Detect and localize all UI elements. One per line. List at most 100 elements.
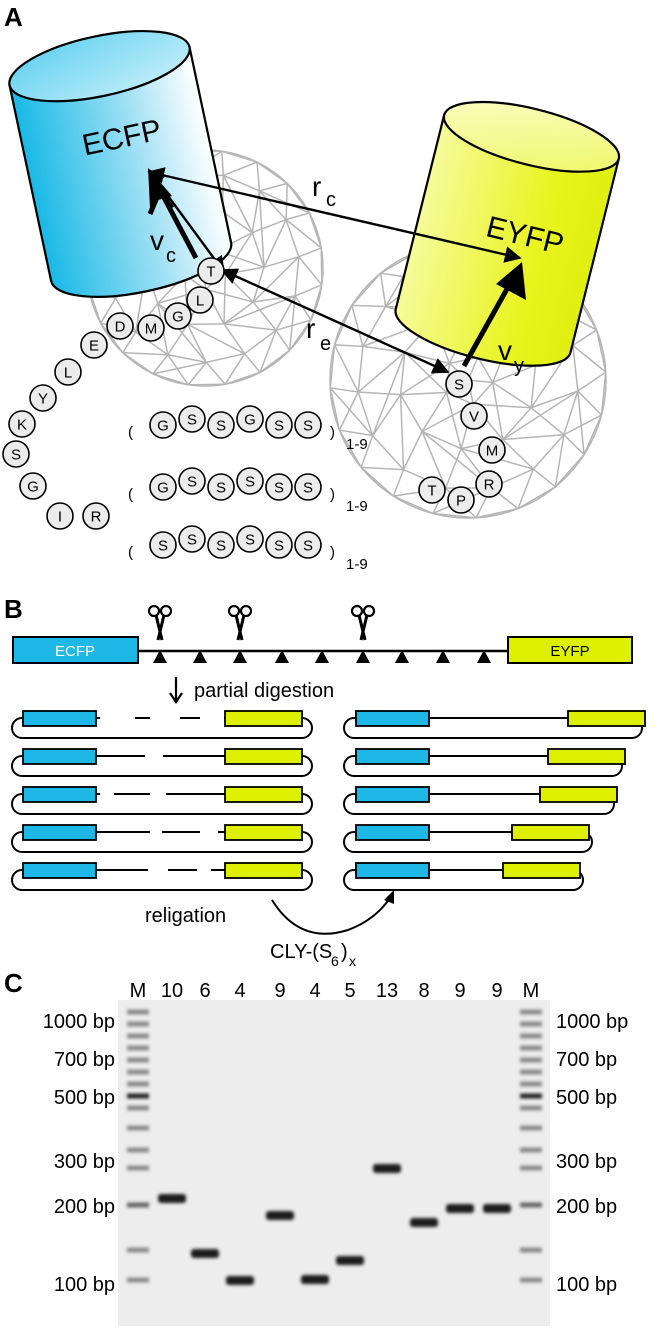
ladder-band bbox=[127, 1069, 149, 1075]
lane-label: 4 bbox=[234, 980, 245, 1002]
ecfp-residue: I bbox=[46, 502, 74, 530]
linker-residue: S bbox=[149, 531, 177, 559]
svg-text:Y: Y bbox=[38, 391, 48, 408]
digested-plasmid bbox=[11, 748, 313, 777]
rc-label: r c bbox=[312, 171, 336, 211]
religated-plasmid bbox=[343, 862, 584, 891]
partial-digestion-label: partial digestion bbox=[194, 680, 334, 702]
svg-text:L: L bbox=[196, 293, 204, 310]
lane-label: 13 bbox=[376, 980, 398, 1002]
ladder-band bbox=[520, 1147, 542, 1153]
sample-band bbox=[446, 1204, 474, 1213]
panel-a: A ECFP EYFP r c r e bbox=[2, 2, 621, 573]
linker-residue: S bbox=[236, 467, 264, 495]
ecfp-residue: Y bbox=[29, 384, 57, 412]
ecfp-segment bbox=[355, 824, 430, 841]
eyfp-residue: M bbox=[478, 436, 506, 464]
svg-text:e: e bbox=[320, 333, 331, 355]
svg-text:M: M bbox=[145, 321, 158, 338]
svg-text:S: S bbox=[245, 532, 255, 549]
svg-text:c: c bbox=[166, 245, 176, 267]
ladder-label-left: 700 bp bbox=[54, 1049, 115, 1071]
vy-arrowhead bbox=[496, 262, 526, 300]
ladder-label-right: 700 bp bbox=[556, 1049, 617, 1071]
ecfp-segment bbox=[22, 710, 97, 727]
ecfp-gene-box bbox=[12, 636, 139, 664]
ecfp-residue: D bbox=[106, 312, 134, 340]
sample-band bbox=[373, 1164, 401, 1173]
ecfp-segment bbox=[22, 824, 97, 841]
lane-label: 8 bbox=[418, 980, 429, 1002]
ecfp-residue: G bbox=[164, 302, 192, 330]
ladder-band bbox=[127, 1202, 149, 1208]
ladder-band bbox=[127, 1045, 149, 1051]
svg-text:S: S bbox=[303, 538, 313, 555]
digested-plasmid bbox=[11, 824, 313, 853]
svg-text:S: S bbox=[303, 480, 313, 497]
eyfp-segment bbox=[539, 786, 618, 803]
ladder-band bbox=[520, 1081, 542, 1087]
down-arrow-icon bbox=[169, 677, 183, 704]
restriction-site-marker bbox=[233, 650, 247, 663]
ecfp-segment bbox=[22, 786, 97, 803]
svg-text:G: G bbox=[27, 479, 39, 496]
svg-text:T: T bbox=[427, 483, 436, 500]
svg-text:L: L bbox=[64, 365, 72, 382]
restriction-site-marker bbox=[477, 650, 491, 663]
eyfp-segment bbox=[224, 862, 303, 879]
eyfp-residue: V bbox=[460, 402, 488, 430]
repeat-subscript: 1-9 bbox=[346, 556, 368, 573]
svg-text:S: S bbox=[158, 538, 168, 555]
religated-plasmids bbox=[343, 710, 646, 891]
restriction-sites bbox=[153, 650, 491, 663]
svg-text:G: G bbox=[244, 412, 256, 429]
ladder-band bbox=[127, 1033, 149, 1039]
religation-label: religation bbox=[145, 905, 226, 927]
svg-text:S: S bbox=[274, 538, 284, 555]
close-paren: ) bbox=[330, 544, 335, 561]
restriction-site-marker bbox=[275, 650, 289, 663]
vc-arrowhead bbox=[148, 168, 172, 208]
linker-residue: S bbox=[265, 473, 293, 501]
lane-label: 9 bbox=[274, 980, 285, 1002]
svg-text:K: K bbox=[17, 417, 27, 434]
product-label: CLY-(S 6 ) x bbox=[270, 941, 356, 969]
religated-plasmid bbox=[343, 710, 646, 739]
svg-text:I: I bbox=[58, 509, 62, 526]
linker-residue: S bbox=[265, 411, 293, 439]
ladder-band bbox=[520, 1069, 542, 1075]
ladder-band bbox=[520, 1045, 542, 1051]
ecfp-residue: M bbox=[137, 314, 165, 342]
lane-label: 6 bbox=[199, 980, 210, 1002]
eyfp-segment bbox=[224, 786, 303, 803]
ladder-label-right: 500 bp bbox=[556, 1087, 617, 1109]
ladder-band bbox=[520, 1165, 542, 1171]
svg-text:r: r bbox=[306, 313, 315, 344]
linker-residue: S bbox=[265, 531, 293, 559]
svg-text:S: S bbox=[245, 474, 255, 491]
digested-plasmid bbox=[11, 786, 313, 815]
eyfp-residue: T bbox=[418, 476, 446, 504]
ecfp-residue: K bbox=[8, 410, 36, 438]
ecfp-segment bbox=[22, 748, 97, 765]
ecfp-residue: G bbox=[19, 472, 47, 500]
svg-text:P: P bbox=[456, 493, 466, 510]
ecfp-segment bbox=[355, 862, 430, 879]
panel-b: B ECFP EYFP partial digestion religation… bbox=[4, 594, 646, 969]
linker-residue: S bbox=[207, 531, 235, 559]
lane-label: M bbox=[523, 980, 540, 1002]
sample-band bbox=[158, 1194, 186, 1203]
eyfp-residue: R bbox=[475, 470, 503, 498]
ecfp-segment bbox=[355, 710, 430, 727]
religated-plasmid bbox=[343, 786, 618, 815]
eyfp-segment bbox=[567, 710, 646, 727]
ladder-label-left: 1000 bp bbox=[43, 1011, 115, 1033]
linker-residue: G bbox=[149, 473, 177, 501]
lane-label: 4 bbox=[309, 980, 320, 1002]
svg-text:G: G bbox=[157, 418, 169, 435]
restriction-site-marker bbox=[356, 650, 370, 663]
ladder-label-right: 100 bp bbox=[556, 1274, 617, 1296]
ladder-band bbox=[127, 1125, 149, 1131]
ecfp-residue: T bbox=[197, 257, 225, 285]
